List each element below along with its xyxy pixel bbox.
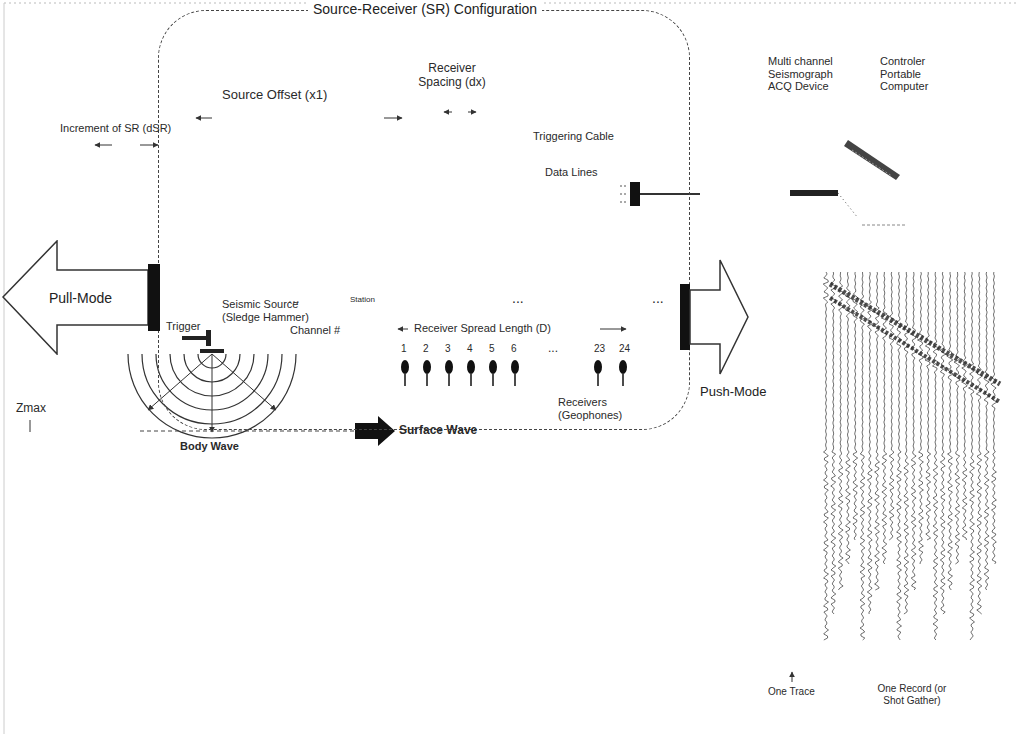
- dashed-region: Source-Receiver (SR) Configuration: [158, 10, 690, 430]
- mode-label: Push-Mode: [700, 384, 766, 399]
- leader-line: [792, 672, 793, 682]
- ellipsis: ...: [512, 290, 524, 306]
- channel-number: 23: [594, 343, 605, 355]
- channel-number: 3: [445, 343, 451, 355]
- dimension-arrow: [398, 329, 408, 330]
- trigger-label: Trigger: [166, 320, 200, 333]
- device-label: Controler Portable Computer: [880, 55, 965, 93]
- dimension-arrow: [468, 112, 476, 113]
- mode-arrow: Push-Mode: [680, 258, 775, 413]
- channel-number: 6: [511, 343, 517, 355]
- dimension-arrow: [444, 112, 452, 113]
- channel-number: 2: [423, 343, 429, 355]
- station-label: Station: [350, 295, 375, 304]
- channel-number: 1: [401, 343, 407, 355]
- wave-label: Surface Wave: [399, 424, 477, 438]
- dimension-label: Receiver Spacing (dx): [412, 62, 492, 90]
- cable-label: Data Lines: [545, 166, 598, 179]
- dimension-arrow: [196, 118, 212, 119]
- depth-tick: [30, 420, 31, 432]
- cable: [620, 186, 628, 187]
- dimension-arrow: [140, 145, 158, 146]
- cable: [838, 193, 858, 218]
- cable-label: Triggering Cable: [533, 130, 614, 143]
- laptop: [844, 140, 905, 225]
- sledge-hammer: [182, 330, 224, 353]
- body-wave-arrow: [212, 354, 276, 410]
- dimension-arrow: [384, 118, 402, 119]
- record-label: One Record (or Shot Gather): [872, 683, 952, 706]
- depth-label: Zmax: [16, 402, 46, 416]
- source-label: Seismic Source (Sledge Hammer): [222, 298, 322, 323]
- geophones: [401, 360, 627, 386]
- cable: [620, 194, 628, 195]
- dimension-arrow: [95, 145, 112, 146]
- dimension-label: Increment of SR (dSR): [60, 122, 171, 135]
- scan-border: [4, 3, 5, 734]
- cable: [620, 202, 628, 203]
- data-cable: [640, 193, 700, 195]
- trace-label: One Trace: [768, 686, 815, 698]
- seismograph: [790, 190, 838, 196]
- seismic-traces: [823, 272, 1000, 640]
- dimension-label: Receiver Spread Length (D): [414, 322, 551, 335]
- connector-box: [630, 182, 640, 206]
- surface-path: [140, 431, 355, 432]
- mode-label: Pull-Mode: [49, 290, 112, 306]
- channel-number: 5: [489, 343, 495, 355]
- dimension-arrow: [600, 329, 626, 330]
- surface-wave-arrow: [355, 416, 395, 446]
- ellipsis: ...: [652, 290, 664, 306]
- region-title: Source-Receiver (SR) Configuration: [308, 1, 542, 17]
- geophone-label: Receivers (Geophones): [558, 396, 638, 421]
- channel-label: Channel #: [290, 324, 340, 337]
- device-label: Multi channel Seismograph ACQ Device: [768, 55, 843, 93]
- dimension-label: Source Offset (x1): [222, 88, 327, 103]
- channel-number: 24: [619, 343, 630, 355]
- mode-arrow: Pull-Mode: [2, 240, 162, 355]
- channel-number: 4: [467, 343, 473, 355]
- ellipsis: ...: [548, 342, 558, 356]
- body-wave-arrow: [212, 354, 213, 432]
- wavefronts: [128, 354, 296, 438]
- wave-label: Body Wave: [180, 440, 239, 453]
